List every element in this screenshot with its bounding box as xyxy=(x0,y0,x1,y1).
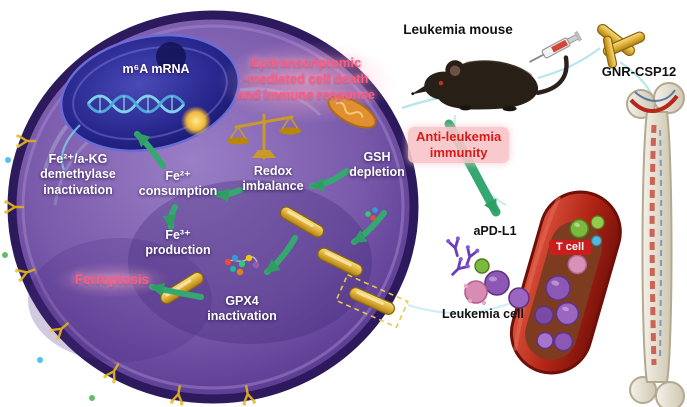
gold-nanorod-icons xyxy=(157,204,409,329)
label-line: depletion xyxy=(349,165,405,180)
label-line: demethylase xyxy=(40,167,116,182)
label-line: Epitranscriptomic xyxy=(250,55,362,70)
label-line: -mediated cell death xyxy=(243,70,369,86)
membrane-receptor-icons xyxy=(2,132,258,407)
balance-scale-icon xyxy=(227,113,301,160)
label-line: immunity xyxy=(429,144,488,160)
label-line: Fe³⁺ xyxy=(165,228,191,242)
label-line: production xyxy=(145,243,211,258)
label-ferroptosis: Ferroptosis xyxy=(74,272,150,287)
label-line: GPX4 xyxy=(225,294,259,308)
label-t-cell: T cell xyxy=(549,240,592,256)
gpx4-protein-icon xyxy=(224,254,260,276)
label-gnr-csp12: GNR-CSP12 xyxy=(601,64,677,79)
label-gsh-depletion: GSH depletion xyxy=(340,150,414,181)
label-redox-imbalance: Redox imbalance xyxy=(233,164,313,195)
small-molecule-icon xyxy=(365,207,378,221)
label-line: consumption xyxy=(138,184,218,199)
green-arrows xyxy=(134,131,387,300)
label-leukemia-cell: Leukemia cell xyxy=(442,307,524,321)
antibody-icons xyxy=(444,234,482,281)
gnr-rods-icon xyxy=(597,23,646,69)
label-apd-l1: aPD-L1 xyxy=(473,224,517,238)
ferroptosis-glow xyxy=(54,262,170,298)
label-anti-leukemia-immunity: Anti-leukemia immunity xyxy=(408,127,510,163)
label-line: Fe²⁺/a-KG xyxy=(48,152,108,166)
label-fe3-production: Fe³⁺ production xyxy=(133,228,223,259)
label-m6a-mrna: m⁶A mRNA xyxy=(122,62,190,76)
label-line: Anti-leukemia xyxy=(416,129,502,144)
leukemia-cells-outside xyxy=(463,258,530,309)
label-fe2-consumption: Fe²⁺ consumption xyxy=(133,169,223,200)
label-line: GSH xyxy=(363,150,391,164)
label-line: Redox xyxy=(253,164,293,178)
label-line: imbalance xyxy=(242,179,304,194)
syringe-icon xyxy=(529,30,583,63)
label-line: inactivation xyxy=(207,309,277,324)
label-epitranscriptomic: Epitranscriptomic -mediated cell death a… xyxy=(222,55,390,103)
label-line: Fe²⁺ xyxy=(165,169,191,183)
label-gpx4-inactivation: GPX4 inactivation xyxy=(196,294,288,325)
mouse-icon xyxy=(411,55,569,112)
mitochondrion-icon xyxy=(327,95,377,129)
dna-helix-icon xyxy=(60,94,186,171)
leukemia-cell-spheres xyxy=(534,254,588,352)
gold-burst xyxy=(181,106,211,136)
bone-icon xyxy=(626,82,685,407)
label-leukemia-mouse: Leukemia mouse xyxy=(403,22,513,37)
t-cell-spheres xyxy=(569,215,605,247)
blood-vessel-icon xyxy=(509,190,622,375)
label-line: and immune response xyxy=(237,86,375,102)
label-fe-akg-demethylase: Fe²⁺/a-KG demethylase inactivation xyxy=(28,152,128,198)
label-line: inactivation xyxy=(43,182,113,197)
